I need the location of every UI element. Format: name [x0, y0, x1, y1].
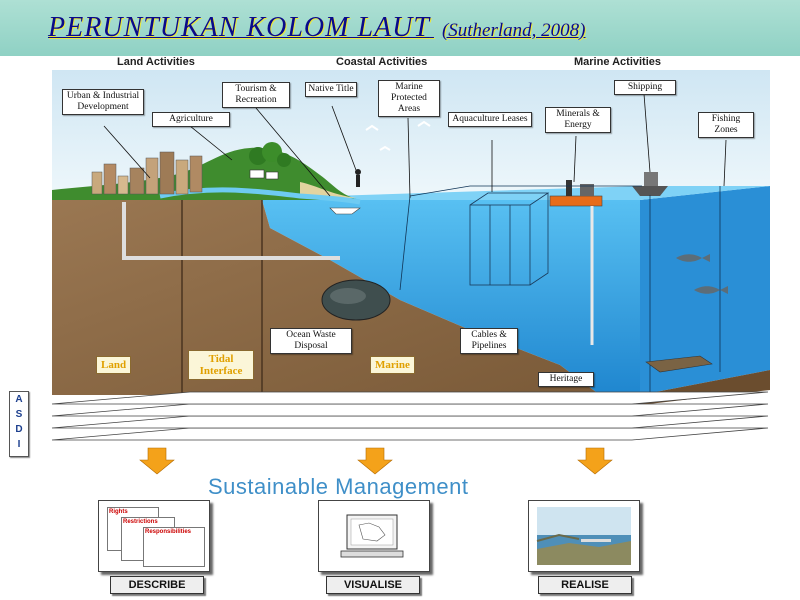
- caption-describe: DESCRIBE: [110, 576, 204, 594]
- asdi-letter-i: I: [17, 439, 21, 450]
- computer-icon: [340, 514, 404, 558]
- title-main: PERUNTUKAN KOLOM LAUT: [48, 12, 430, 43]
- caption-visualise: VISUALISE: [326, 576, 420, 594]
- label-urban-industrial: Urban & Industrial Development: [62, 89, 144, 115]
- doc-restrictions-title: Restrictions: [123, 519, 158, 525]
- label-cables-pipelines: Cables & Pipelines: [460, 328, 518, 354]
- asdi-layers: [51, 391, 769, 441]
- person: [355, 169, 361, 187]
- label-minerals-energy: Minerals & Energy: [545, 107, 611, 133]
- sea-front: [262, 200, 640, 395]
- asdi-letter-s: S: [15, 409, 23, 420]
- doc-responsibilities: Responsibilities: [143, 527, 205, 567]
- describe-card: Rights Restrictions Responsibilities: [98, 500, 210, 572]
- label-fishing-zones: Fishing Zones: [698, 112, 754, 138]
- label-shipping: Shipping: [614, 80, 676, 95]
- callout-lines: [103, 93, 727, 199]
- label-heritage: Heritage: [538, 372, 594, 387]
- doc-responsibilities-title: Responsibilities: [145, 529, 192, 535]
- title-citation: (Sutherland, 2008): [441, 20, 586, 41]
- birds: [365, 120, 431, 151]
- caption-realise: REALISE: [538, 576, 632, 594]
- fish: [676, 254, 728, 294]
- asdi-letter-a: A: [15, 394, 23, 405]
- ship: [632, 172, 668, 196]
- title-bar: [0, 0, 800, 56]
- asdi-letter-d: D: [15, 424, 23, 435]
- shipwreck: [645, 355, 713, 373]
- city-buildings: [91, 151, 203, 195]
- slide-title: PERUNTUKAN KOLOM LAUT (Sutherland, 2008): [48, 12, 585, 44]
- coastal-photo: [536, 507, 631, 565]
- oil-rig: [549, 180, 603, 345]
- header-coastal-activities: Coastal Activities: [336, 56, 428, 68]
- visualise-card: [318, 500, 430, 572]
- doc-rights-title: Rights: [109, 509, 128, 515]
- header-land-activities: Land Activities: [117, 56, 195, 68]
- boat: [329, 207, 361, 215]
- label-tourism-recreation: Tourism & Recreation: [222, 82, 290, 108]
- label-agriculture: Agriculture: [152, 112, 230, 127]
- zone-tidal-interface: Tidal Interface: [188, 350, 254, 380]
- down-arrows: [139, 447, 613, 475]
- asdi-label: A S D I: [9, 391, 29, 457]
- header-marine-activities: Marine Activities: [574, 56, 662, 68]
- label-aquaculture-leases: Aquaculture Leases: [448, 112, 532, 127]
- zone-marine: Marine: [370, 356, 415, 374]
- sustainable-management-heading: Sustainable Management: [208, 474, 469, 499]
- zone-land: Land: [96, 356, 132, 374]
- label-ocean-waste-disposal: Ocean Waste Disposal: [270, 328, 352, 354]
- label-native-title: Native Title: [305, 82, 357, 97]
- coast-beach: [300, 182, 356, 198]
- aquaculture-cage: [469, 192, 550, 286]
- pipeline: [122, 202, 340, 260]
- label-marine-protected-areas: Marine Protected Areas: [378, 80, 440, 117]
- farm: [249, 142, 291, 180]
- realise-card: [528, 500, 640, 572]
